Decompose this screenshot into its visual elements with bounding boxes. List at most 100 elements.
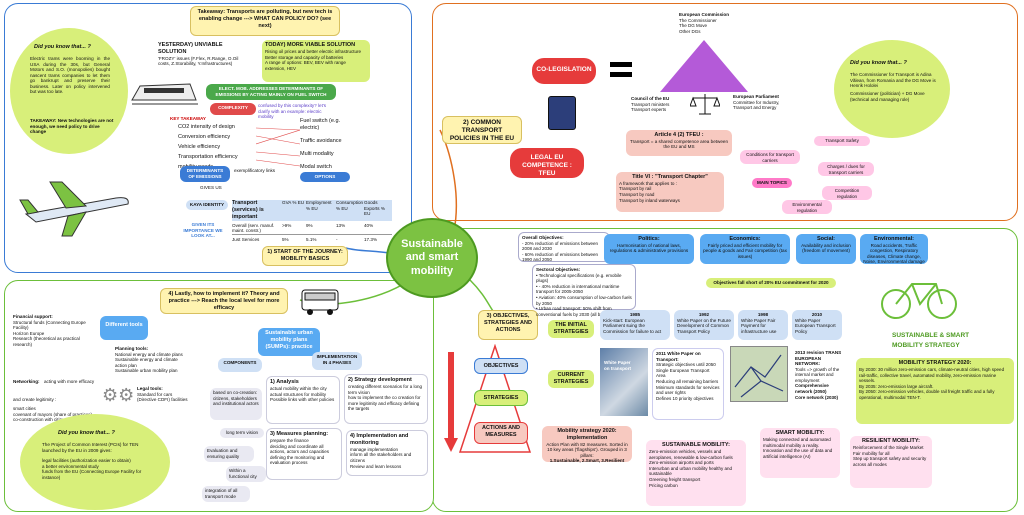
airplane-icon (16, 178, 136, 238)
ten-item: Core network (2030) (795, 394, 839, 400)
networking-item: covenant of mayors (share of practices) (13, 411, 93, 417)
sectoral-item: • Technological specifications (e.g. emo… (536, 272, 622, 284)
commission-item: Other DGs (679, 28, 701, 34)
kaya-identity: KAYA IDENTITY (186, 200, 228, 210)
phase-title: 1) Analysis (270, 379, 299, 385)
objectives-label: OBJECTIVES (474, 358, 528, 374)
planning-tools-box: Planning tools: National energy and clim… (112, 344, 194, 380)
table-cell: Overall (serv. manuf. maint. constr.) (232, 222, 275, 234)
economics-title: Economics: (729, 236, 761, 242)
resilient-item: Reinforcement of the Single Market (853, 444, 924, 450)
resilient-item: Fair mobility for all (853, 450, 890, 456)
sustainable-item: Interurban and urban mobility healthy an… (649, 465, 733, 477)
article4-body: Transport = a shared competence area bet… (629, 138, 729, 150)
year-label: 2010 (811, 312, 823, 317)
ms2050-item: By 2030: 30 million zero-emission cars, … (859, 366, 1005, 384)
timeline-1992: 1992 White Paper on the Future Developme… (674, 310, 734, 340)
phase-title: 3) Measures planning: (270, 431, 329, 437)
parliament-title: European Parliament (733, 94, 779, 99)
determinant-item: Conversion efficiency (178, 133, 231, 140)
financial-item: Structural funds (Connecting Europe Faci… (13, 319, 86, 331)
sectoral-title: Sectoral Objectives: (536, 267, 581, 272)
topic-charges: Charges / dues for transport carriers (818, 162, 874, 176)
phase-item: creating different scenarios for a long … (348, 383, 422, 395)
wp2011-item: Minimum standards for services and user … (656, 384, 720, 396)
council-item: Transport ministers (631, 101, 670, 107)
legal-tools-title: Legal tools: (137, 386, 163, 391)
overall-item: - 60% reduction of emissions between 199… (522, 251, 599, 263)
exemplificatory-label: exemplificatory links (234, 168, 276, 173)
table-header: Employment % EU (306, 200, 332, 211)
networking-title: Networking: (13, 379, 40, 384)
yesterday-box: YESTERDAY) UNVIABLE SOLUTION 'FROZY' iss… (155, 40, 250, 74)
sectoral-item: • - 40% reduction in international marit… (536, 283, 620, 295)
financial-item: Research (theoretical as practical resea… (13, 336, 80, 347)
transport-table: Transport (services) is important GVA % … (232, 200, 392, 242)
q2-did-title: Did you know that... ? (850, 60, 907, 66)
equals-icon (610, 62, 632, 78)
table-cell: >9% (282, 222, 292, 228)
ms2050-title: MOBILITY STRATEGY 2020: (898, 360, 972, 366)
q1-did-you-know (10, 28, 128, 154)
politics-body: Harmonisation of national laws, regulati… (609, 242, 689, 254)
white-paper-photo (600, 348, 648, 416)
q4-did-item: funds from the EU (Connecting Europe Fac… (42, 469, 142, 480)
q1-heading: Takeaway: Transports are polluting, but … (190, 6, 340, 36)
table-cell: 9% (306, 222, 313, 228)
parliament-item: Committee for Industry, Transport and En… (733, 99, 780, 111)
table-cell: - (336, 236, 338, 242)
q4-did-title: Did you know that... ? (58, 430, 115, 436)
train-icon (130, 78, 200, 108)
smart-item: Making connected and automated multimoda… (763, 436, 831, 448)
economics-box: Economics: Fairly priced and efficient m… (700, 234, 790, 264)
article4-box: Article 4 (2) TFEU : Transport = a share… (626, 130, 732, 156)
option-item: Multi modality (300, 150, 334, 157)
table-cell: 40% (364, 222, 374, 228)
q1-did-body: Electric trams were booming in the USA d… (30, 56, 110, 94)
given-importance: GIVEN ITS IMPORTANCE WE LOOK AT... (183, 222, 223, 238)
title-vi-item: Transport by rail (619, 186, 652, 192)
table-header: GVA % EU (282, 200, 305, 205)
ms2050-item: By 2050: zero-emission vehicles, double … (859, 389, 995, 400)
strategies-label: STRATEGIES (474, 390, 528, 406)
resilient-mobility-box: RESILIENT MOBILITY: Reinforcement of the… (850, 436, 932, 488)
book-icon (548, 96, 576, 130)
networking-item: co-construction with citizens (13, 417, 70, 423)
financial-item: Horizon Europe (13, 330, 45, 336)
resilient-title: RESILIENT MOBILITY: (862, 438, 920, 444)
q4-did-item: legal facilities (authorization easier t… (42, 458, 131, 463)
today-list: Rising oil prices and better electric in… (265, 49, 367, 72)
social-body: Availability and inclusion (freedom of m… (801, 242, 851, 254)
year-text: White Paper on the Future Development of… (677, 317, 731, 334)
year-label: 1985 (629, 312, 641, 317)
sustainable-mobility-box: SUSTAINABLE MOBILITY: Zero-emission vehi… (646, 440, 746, 506)
sump-badge: Sustainable urban mobility plans (SUMPs)… (258, 328, 320, 356)
white-paper-2011: 2011 White Paper on Transport: Strategic… (652, 348, 724, 420)
phase-item: actual mobility within the city (270, 385, 327, 391)
environmental-box: Environmental: Road accidents, Traffic c… (860, 234, 928, 264)
complexity-badge: COMPLEXITY (210, 103, 256, 115)
politics-box: Politics: Harmonisation of national laws… (604, 234, 694, 264)
co-legislation-badge: CO-LEGISLATION (532, 58, 596, 84)
title-vi-item: Transport by road (619, 192, 655, 197)
triangle-icon (660, 40, 748, 92)
table-header: Consumption % EU (336, 200, 364, 211)
actions-label: ACTIONS AND MEASURES (474, 422, 528, 444)
ms2020-title: Mobility strategy 2020: implementation (557, 428, 617, 441)
q4-did-list: legal facilities (authorization easier t… (42, 458, 154, 481)
economics-body: Fairly priced and efficient mobility for… (703, 242, 787, 259)
q4-did-you-know (20, 414, 170, 510)
planning-item: Sustainable urban mobility plan (115, 368, 178, 374)
ten-network: 2013 revision TRANS EUROPEAN NETWORK: To… (792, 348, 850, 410)
networking-body: acting with more efficacy and create leg… (13, 379, 95, 402)
phase-item: how to implement the co creation for mor… (348, 395, 421, 412)
option-item: Modal switch (300, 163, 332, 170)
timeline-1985: 1985 Kick-start: European Parliament sui… (600, 310, 670, 340)
smart-title: SMART MOBILITY: (775, 430, 825, 436)
determinants-badge: DETERMINANTS OF EMISSIONS (180, 166, 230, 182)
q1-takeaway: TAKEAWAY: New technologies are not enoug… (30, 118, 114, 134)
table-row: Just Services 5% 5.1% - 17.3% (232, 237, 392, 243)
topic-conditions: Conditions for transport carriers (740, 150, 800, 164)
ms2020-pillars: 1.Sustainable, 2.Smart, 3.Resilient (549, 458, 625, 464)
